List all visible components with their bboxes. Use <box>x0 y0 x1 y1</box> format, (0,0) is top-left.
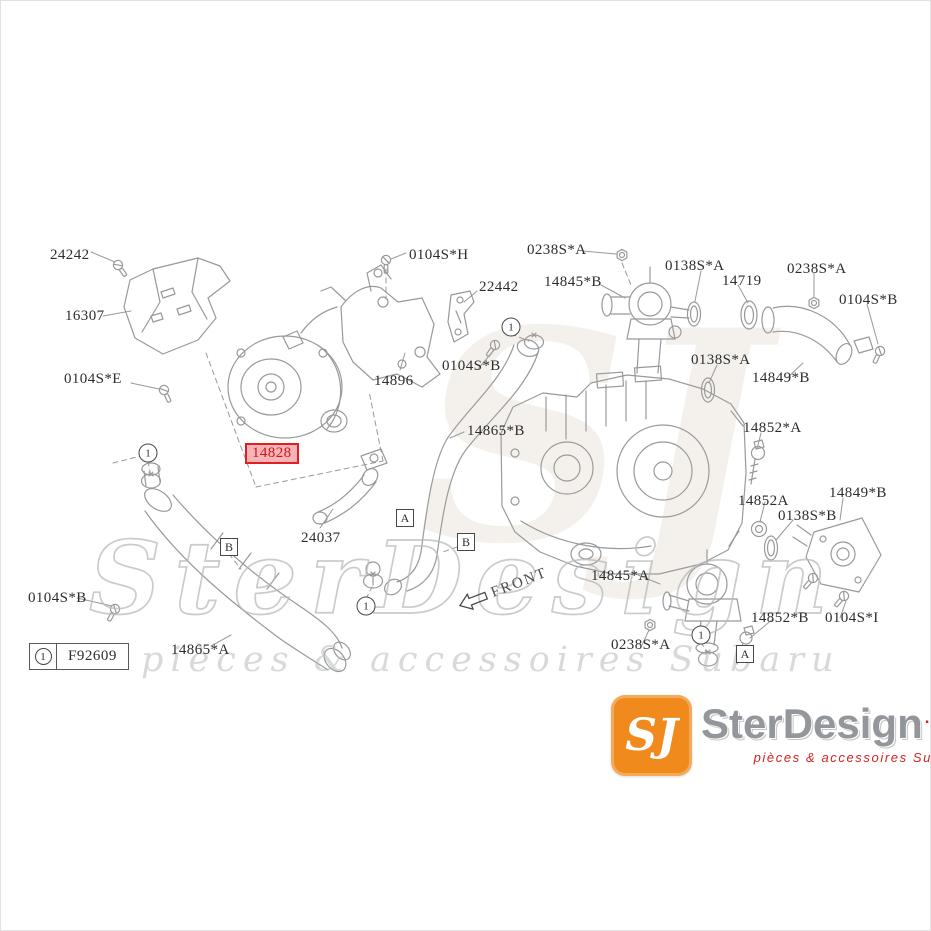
front-direction-label: FRONT <box>456 564 550 615</box>
legend: 1 F92609 <box>29 643 129 670</box>
ring-14852a-drawing <box>750 520 768 538</box>
part-label-0104s*i: 0104S*I <box>825 610 879 626</box>
air-pump-drawing <box>227 306 348 439</box>
brand-tld: .com <box>924 708 930 727</box>
front-arrow-icon <box>458 591 489 611</box>
circled-callout-1: 1 <box>501 317 521 337</box>
circled-callout-1: 1 <box>138 443 158 463</box>
part-label-0238s*a: 0238S*A <box>527 242 587 258</box>
valve-14845a-drawing <box>662 549 742 654</box>
part-label-14896: 14896 <box>374 373 414 389</box>
legend-circled-number: 1 <box>34 648 52 665</box>
gasket-14719-drawing <box>740 300 758 330</box>
part-label-14845*a: 14845*A <box>591 568 650 584</box>
part-label-0238s*a: 0238S*A <box>787 261 847 277</box>
heat-shield-drawing <box>123 257 231 355</box>
brand-tagline: pièces & accessoires Subaru <box>753 750 930 765</box>
brand-text-block: SterDesign.com pièces & accessoires Suba… <box>701 695 930 766</box>
brand-monogram-icon: SJ <box>611 695 692 776</box>
part-label-14865*b: 14865*B <box>467 423 525 439</box>
part-label-14852*b: 14852*B <box>751 610 809 626</box>
part-label-14849*b: 14849*B <box>752 370 810 386</box>
brand-logo: SJ SterDesign.com pièces & accessoires S… <box>611 695 930 776</box>
part-label-0138s*a: 0138S*A <box>665 258 725 274</box>
hose-14865b-drawing <box>365 338 540 596</box>
pipe-14849b-top-drawing <box>761 305 874 365</box>
part-label-14849*b: 14849*B <box>829 485 887 501</box>
brand-name-text: SterDesign <box>701 700 923 747</box>
part-label-24242: 24242 <box>50 247 90 263</box>
part-label-16307: 16307 <box>65 308 105 324</box>
part-label-22442: 22442 <box>479 279 519 295</box>
part-label-14719: 14719 <box>722 273 762 289</box>
part-label-14845*b: 14845*B <box>544 274 602 290</box>
part-label-0104s*b: 0104S*B <box>839 292 898 308</box>
legend-symbol-cell: 1 <box>30 644 57 669</box>
part-label-14852*a: 14852*A <box>743 420 802 436</box>
bracket-22442-drawing <box>447 290 475 343</box>
boxed-callout-a: A <box>396 509 414 527</box>
dashed-lines <box>112 262 708 654</box>
part-label-0104s*e: 0104S*E <box>64 371 122 387</box>
circled-callout-1: 1 <box>356 596 376 616</box>
engine-block-drawing <box>500 365 747 575</box>
part-label-0104s*h: 0104S*H <box>409 247 469 263</box>
legend-code: F92609 <box>68 648 117 664</box>
pipe-14849b-bottom-drawing <box>792 517 882 593</box>
boxed-callout-a: A <box>736 645 754 663</box>
part-label-24037: 24037 <box>301 530 341 546</box>
part-label-0138s*a: 0138S*A <box>691 352 751 368</box>
circled-callout-1: 1 <box>691 625 711 645</box>
part-label-0104s*b: 0104S*B <box>442 358 501 374</box>
boxed-callout-b: B <box>457 533 475 551</box>
brand-name: SterDesign.com <box>701 700 930 747</box>
part-label-0138s*b: 0138S*B <box>778 508 837 524</box>
part-label-0238s*a: 0238S*A <box>611 637 671 653</box>
part-label-0104s*b: 0104S*B <box>28 590 87 606</box>
leader-lines <box>76 250 879 647</box>
part-label-14852a: 14852A <box>738 493 789 509</box>
part-label-14865*a: 14865*A <box>171 642 230 658</box>
hose-14865a-drawing <box>141 462 351 673</box>
valve-14845b-drawing <box>601 266 690 374</box>
part-label-14828: 14828 <box>245 443 299 464</box>
boxed-callout-b: B <box>220 538 238 556</box>
